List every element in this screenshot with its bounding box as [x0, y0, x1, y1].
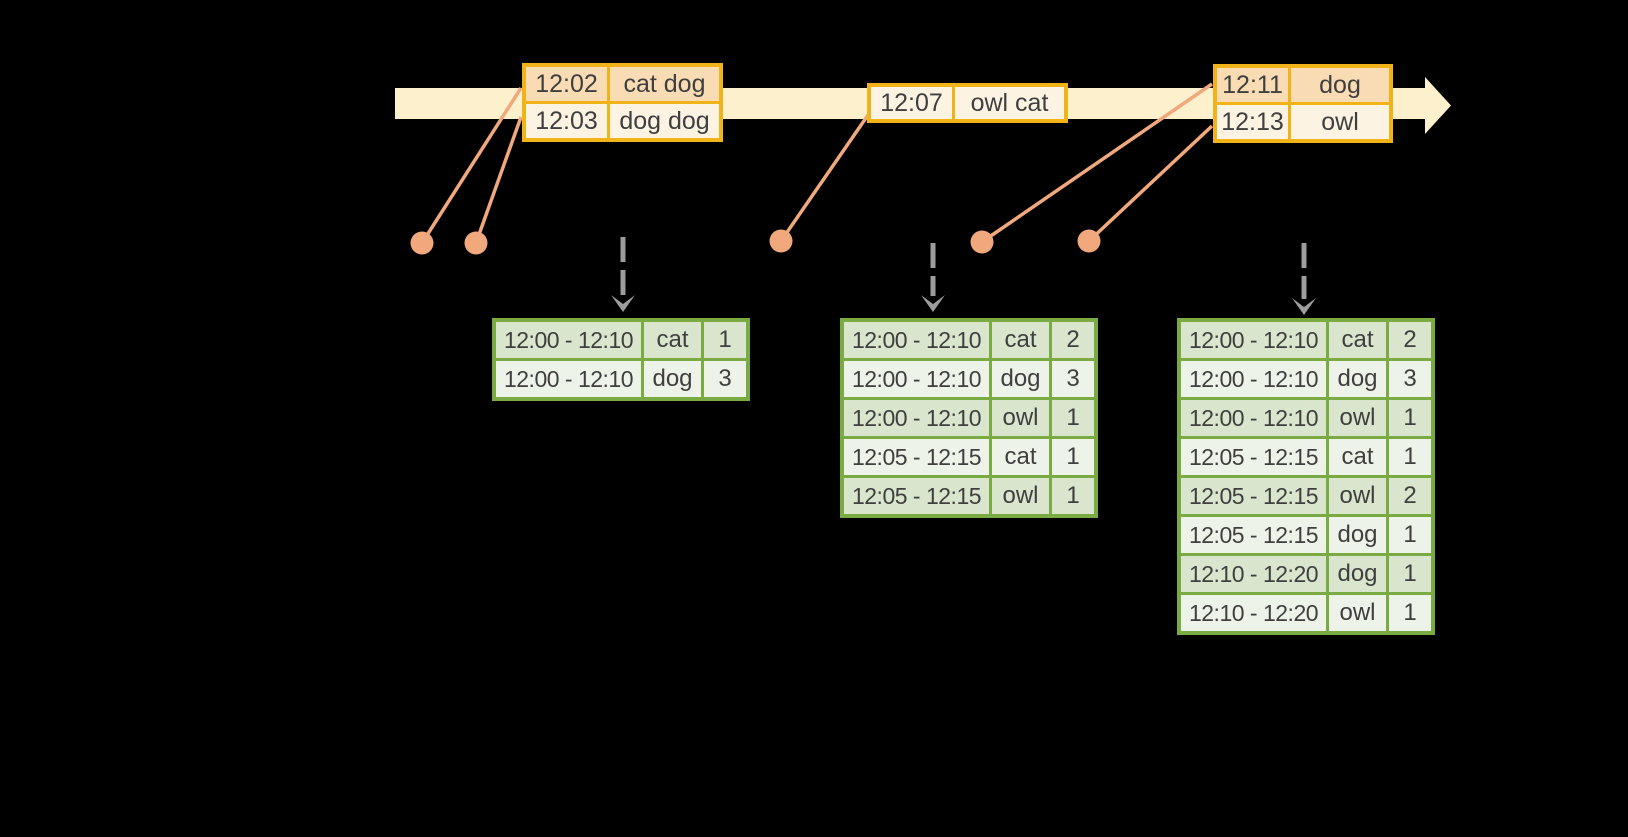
result-row: 12:05 - 12:15 cat 1: [1181, 436, 1431, 475]
event-connector-line: [420, 87, 523, 244]
window-cell: 12:00 - 12:10: [496, 361, 644, 397]
window-cell: 12:10 - 12:20: [1181, 595, 1329, 631]
event-words: dog dog: [619, 106, 710, 135]
count-cell: 3: [1066, 365, 1080, 392]
count-cell: 1: [1403, 521, 1417, 548]
word-cell: cat: [644, 322, 704, 358]
result-row: 12:05 - 12:15 owl 2: [1181, 475, 1431, 514]
window-cell: 12:00 - 12:10: [1181, 400, 1329, 436]
word-cell: owl: [1329, 478, 1389, 514]
word-cell: dog: [1329, 361, 1389, 397]
event-dot: [769, 229, 793, 253]
word-cell: dog: [1329, 517, 1389, 553]
count-cell: 2: [1066, 326, 1080, 353]
window-cell: 12:05 - 12:15: [844, 478, 992, 514]
result-row: 12:00 - 12:10 owl 1: [1181, 397, 1431, 436]
event-row: 12:02 cat dog: [526, 67, 719, 101]
count-cell: 2: [1403, 482, 1417, 509]
result-row: 12:05 - 12:15 owl 1: [844, 475, 1094, 514]
trigger-arrowhead-icon: [611, 295, 635, 312]
trigger-arrowheads: [611, 295, 1316, 315]
word-cell: owl: [1329, 595, 1389, 631]
event-connector-line: [474, 116, 523, 244]
count-cell: 3: [718, 365, 732, 392]
window-cell: 12:00 - 12:10: [1181, 361, 1329, 397]
event-connector-line: [779, 114, 870, 242]
word-cell: cat: [1329, 322, 1389, 358]
word-cell: dog: [992, 361, 1052, 397]
input-event-table-1: 12:02 cat dog 12:03 dog dog: [522, 63, 723, 142]
word-cell: owl: [992, 400, 1052, 436]
window-cell: 12:05 - 12:15: [1181, 517, 1329, 553]
event-dot: [410, 231, 434, 255]
trigger-arrows: [620, 237, 1307, 299]
event-dot: [1077, 229, 1101, 253]
word-cell: cat: [992, 322, 1052, 358]
window-cell: 12:10 - 12:20: [1181, 556, 1329, 592]
window-cell: 12:00 - 12:10: [1181, 322, 1329, 358]
trigger-arrowhead-icon: [1292, 298, 1316, 315]
count-cell: 1: [1403, 404, 1417, 431]
count-cell: 1: [1403, 443, 1417, 470]
count-cell: 1: [1066, 482, 1080, 509]
result-row: 12:00 - 12:10 cat 1: [496, 322, 746, 358]
trigger-arrowhead-icon: [921, 295, 945, 312]
result-row: 12:00 - 12:10 dog 3: [496, 358, 746, 397]
result-row: 12:00 - 12:10 owl 1: [844, 397, 1094, 436]
word-cell: dog: [644, 361, 704, 397]
result-row: 12:10 - 12:20 dog 1: [1181, 553, 1431, 592]
timeline-arrowhead-icon: [1425, 77, 1451, 134]
event-dots: [410, 229, 1101, 255]
event-time: 12:13: [1217, 105, 1291, 139]
event-words: dog: [1319, 70, 1361, 99]
event-row: 12:11 dog: [1217, 68, 1389, 102]
count-cell: 1: [1403, 599, 1417, 626]
window-cell: 12:05 - 12:15: [1181, 439, 1329, 475]
result-row: 12:05 - 12:15 cat 1: [844, 436, 1094, 475]
event-time: 12:07: [871, 87, 955, 119]
event-words: cat dog: [623, 69, 706, 98]
count-cell: 3: [1403, 365, 1417, 392]
result-table-1: 12:00 - 12:10 cat 1 12:00 - 12:10 dog 3: [492, 318, 750, 401]
result-table-2: 12:00 - 12:10 cat 2 12:00 - 12:10 dog 3 …: [840, 318, 1098, 518]
word-cell: owl: [992, 478, 1052, 514]
event-row: 12:13 owl: [1217, 102, 1389, 139]
input-event-table-3: 12:11 dog 12:13 owl: [1213, 64, 1393, 143]
event-time: 12:11: [1217, 68, 1291, 102]
count-cell: 1: [718, 326, 732, 353]
event-dot: [464, 231, 488, 255]
result-table-3: 12:00 - 12:10 cat 2 12:00 - 12:10 dog 3 …: [1177, 318, 1435, 635]
word-cell: owl: [1329, 400, 1389, 436]
window-cell: 12:00 - 12:10: [844, 400, 992, 436]
event-words: owl: [1321, 107, 1359, 136]
word-cell: dog: [1329, 556, 1389, 592]
event-row: 12:07 owl cat: [871, 87, 1064, 119]
window-cell: 12:00 - 12:10: [844, 322, 992, 358]
event-connector-line: [981, 82, 1213, 244]
word-cell: cat: [1329, 439, 1389, 475]
event-time: 12:02: [526, 67, 610, 101]
event-dot: [970, 230, 994, 254]
window-cell: 12:00 - 12:10: [844, 361, 992, 397]
event-time: 12:03: [526, 104, 610, 138]
count-cell: 1: [1403, 560, 1417, 587]
window-cell: 12:05 - 12:15: [1181, 478, 1329, 514]
count-cell: 1: [1066, 443, 1080, 470]
input-event-table-2: 12:07 owl cat: [867, 83, 1068, 123]
word-cell: cat: [992, 439, 1052, 475]
count-cell: 2: [1403, 326, 1417, 353]
event-words: owl cat: [970, 88, 1049, 117]
window-cell: 12:00 - 12:10: [496, 322, 644, 358]
result-row: 12:00 - 12:10 dog 3: [844, 358, 1094, 397]
result-row: 12:05 - 12:15 dog 1: [1181, 514, 1431, 553]
window-cell: 12:05 - 12:15: [844, 439, 992, 475]
event-connector-line: [1087, 124, 1214, 243]
count-cell: 1: [1066, 404, 1080, 431]
result-row: 12:00 - 12:10 cat 2: [1181, 322, 1431, 358]
result-row: 12:00 - 12:10 dog 3: [1181, 358, 1431, 397]
result-row: 12:10 - 12:20 owl 1: [1181, 592, 1431, 631]
event-row: 12:03 dog dog: [526, 101, 719, 138]
result-row: 12:00 - 12:10 cat 2: [844, 322, 1094, 358]
event-connector-lines: [420, 82, 1214, 244]
